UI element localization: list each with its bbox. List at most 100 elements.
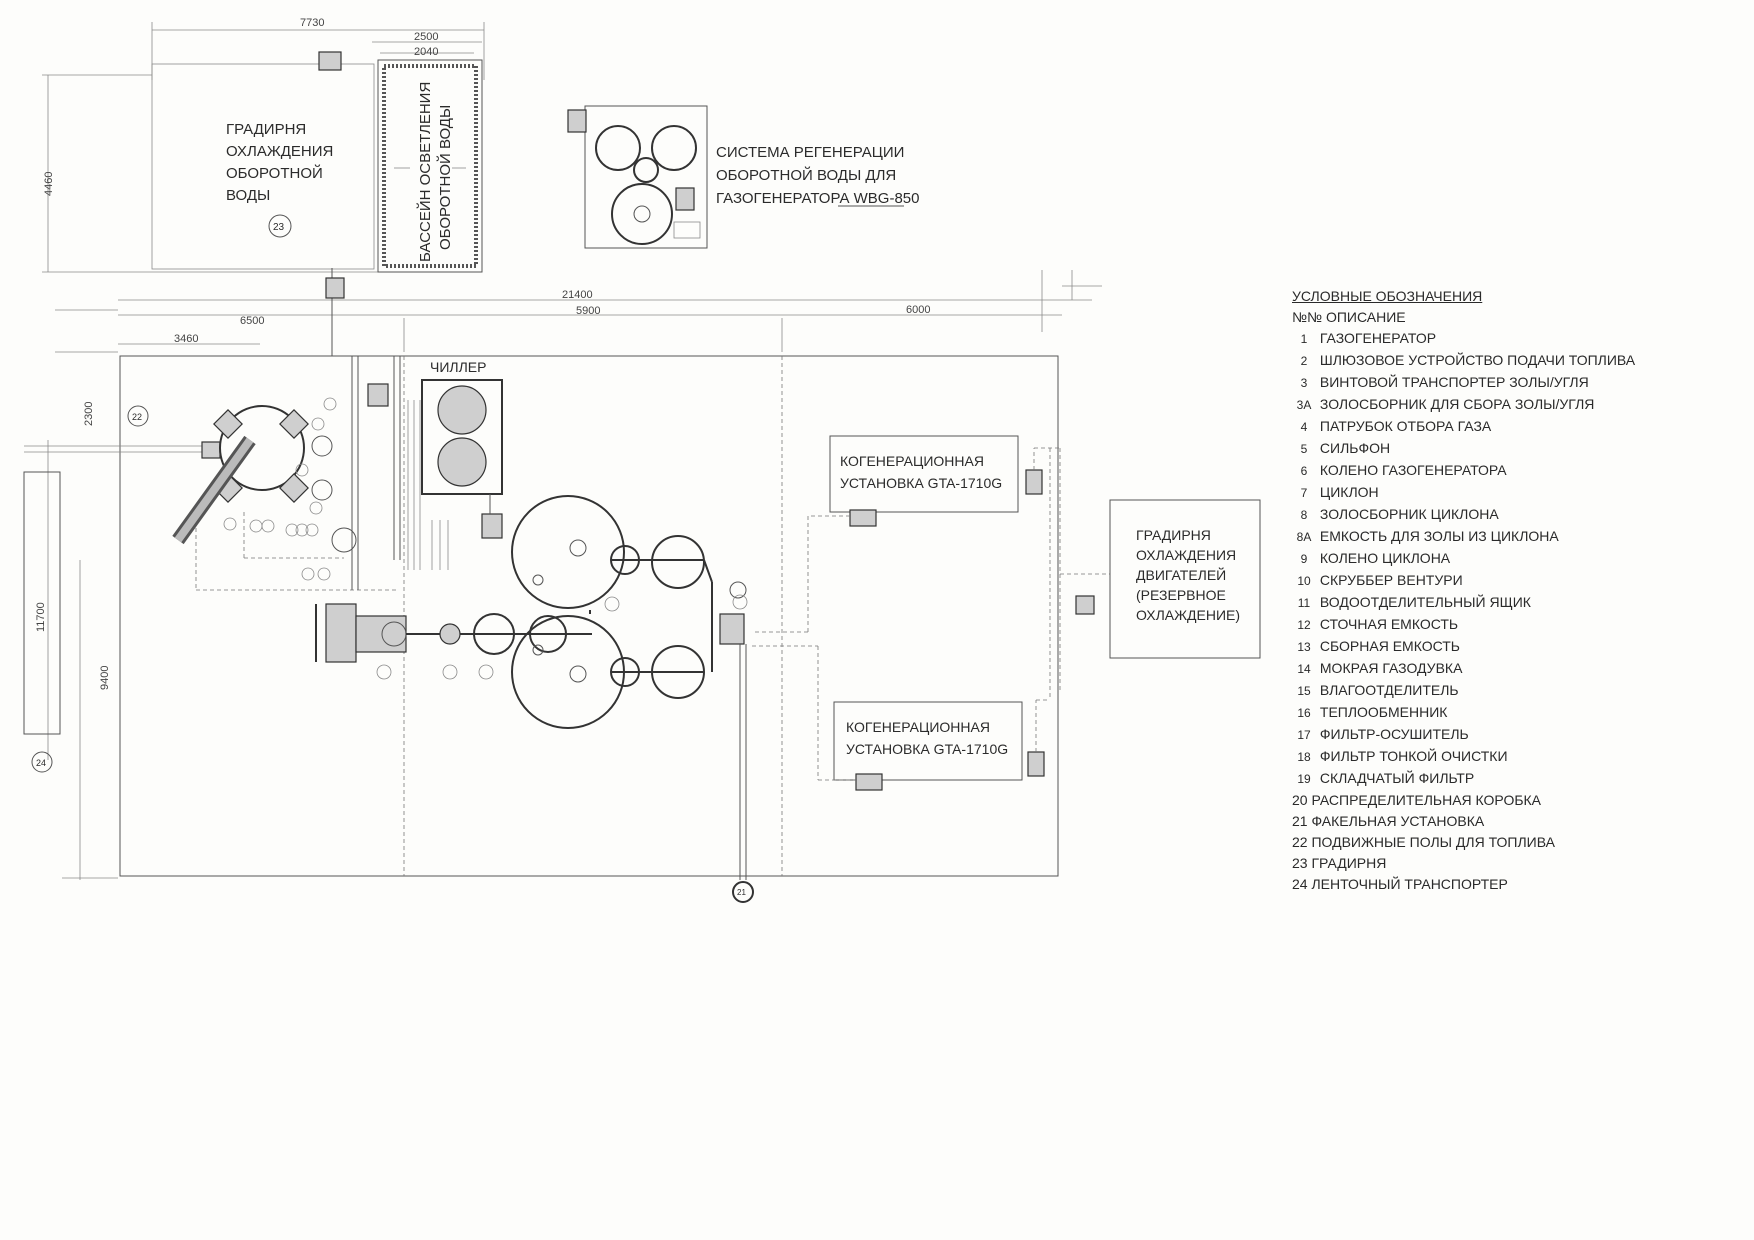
legend-header: №№ ОПИСАНИЕ bbox=[1292, 307, 1672, 328]
dim-6000: 6000 bbox=[906, 304, 930, 316]
regen-line-3: ГАЗОГЕНЕРАТОРА WBG-850 bbox=[716, 190, 920, 207]
legend-item-number: 16 bbox=[1297, 706, 1311, 720]
legend-item-number: 4 bbox=[1300, 420, 1308, 434]
legend: УСЛОВНЫЕ ОБОЗНАЧЕНИЯ №№ ОПИСАНИЕ 1 ГАЗОГ… bbox=[1292, 286, 1672, 895]
chiller: ЧИЛЛЕР bbox=[421, 359, 503, 539]
callout-21: 21 bbox=[737, 888, 746, 897]
legend-item-text: ШЛЮЗОВОЕ УСТРОЙСТВО ПОДАЧИ ТОПЛИВА bbox=[1319, 352, 1636, 368]
legend-item-number: 14 bbox=[1297, 662, 1311, 676]
dim-2040: 2040 bbox=[414, 46, 438, 58]
legend-item-number: 20 bbox=[1292, 792, 1308, 808]
legend-item-text: ВИНТОВОЙ ТРАНСПОРТЕР ЗОЛЫ/УГЛЯ bbox=[1319, 374, 1589, 390]
legend-item-number: 2 bbox=[1300, 354, 1308, 368]
legend-item-text: ГАЗОГЕНЕРАТОР bbox=[1319, 330, 1437, 346]
cooling-tower-line-4: ВОДЫ bbox=[226, 187, 270, 204]
fuel-floor-conveyor: 24 22 bbox=[23, 405, 221, 773]
engine-cooling-lines bbox=[1033, 447, 1110, 752]
legend-item-text: ТЕПЛООБМЕННИК bbox=[1319, 704, 1448, 720]
cooling-tower-line-2: ОХЛАЖДЕНИЯ bbox=[226, 143, 333, 160]
legend-item-number: 17 bbox=[1297, 728, 1311, 742]
gasifier bbox=[172, 405, 396, 591]
legend-item: 18 ФИЛЬТР ТОНКОЙ ОЧИСТКИ bbox=[1292, 746, 1672, 768]
legend-item: 13 СБОРНАЯ ЕМКОСТЬ bbox=[1292, 636, 1672, 658]
legend-item-text: КОЛЕНО ЦИКЛОНА bbox=[1319, 550, 1451, 566]
legend-item-text: ПОДВИЖНЫЕ ПОЛЫ ДЛЯ ТОПЛИВА bbox=[1311, 834, 1555, 850]
engine-tower-line-5: ОХЛАЖДЕНИЕ) bbox=[1136, 607, 1240, 623]
legend-item: 8А ЕМКОСТЬ ДЛЯ ЗОЛЫ ИЗ ЦИКЛОНА bbox=[1292, 526, 1672, 548]
legend-item: 6 КОЛЕНО ГАЗОГЕНЕРАТОРА bbox=[1292, 460, 1672, 482]
legend-item-number: 24 bbox=[1292, 876, 1308, 892]
dim-6500: 6500 bbox=[240, 315, 264, 327]
legend-item-text: СБОРНАЯ ЕМКОСТЬ bbox=[1319, 638, 1460, 654]
dim-21400: 21400 bbox=[562, 289, 593, 301]
cogen2-line-2: УСТАНОВКА GTA-1710G bbox=[846, 741, 1008, 757]
engine-tower-line-2: ОХЛАЖДЕНИЯ bbox=[1136, 547, 1236, 563]
legend-item: 5 СИЛЬФОН bbox=[1292, 438, 1672, 460]
train-callouts bbox=[376, 594, 748, 680]
callout-23: 23 bbox=[273, 222, 285, 233]
legend-item: 12 СТОЧНАЯ ЕМКОСТЬ bbox=[1292, 614, 1672, 636]
legend-title: УСЛОВНЫЕ ОБОЗНАЧЕНИЯ bbox=[1292, 288, 1483, 304]
process-train: 21 bbox=[315, 495, 754, 903]
legend-item-number: 13 bbox=[1297, 640, 1311, 654]
legend-header-desc: ОПИСАНИЕ bbox=[1325, 309, 1406, 325]
piping-column bbox=[351, 356, 449, 590]
dim-4460: 4460 bbox=[43, 172, 55, 196]
legend-item-number: 19 bbox=[1297, 772, 1311, 786]
legend-item-number: 15 bbox=[1297, 684, 1311, 698]
legend-item-text: СКРУББЕР ВЕНТУРИ bbox=[1319, 572, 1463, 588]
gasifier-callouts bbox=[223, 397, 337, 581]
legend-item-number: 1 bbox=[1300, 332, 1308, 346]
legend-item: 3 ВИНТОВОЙ ТРАНСПОРТЕР ЗОЛЫ/УГЛЯ bbox=[1292, 372, 1672, 394]
legend-item-text: СКЛАДЧАТЫЙ ФИЛЬТР bbox=[1319, 770, 1475, 786]
engine-tower-line-3: ДВИГАТЕЛЕЙ bbox=[1136, 566, 1226, 583]
regen-line-1: СИСТЕМА РЕГЕНЕРАЦИИ bbox=[716, 144, 904, 161]
legend-item-text: ЗОЛОСБОРНИК ЦИКЛОНА bbox=[1319, 506, 1499, 522]
legend-item-text: КОЛЕНО ГАЗОГЕНЕРАТОРА bbox=[1319, 462, 1507, 478]
legend-item-number: 9 bbox=[1300, 552, 1308, 566]
legend-item: 21 ФАКЕЛЬНАЯ УСТАНОВКА bbox=[1292, 811, 1672, 832]
building-outline bbox=[119, 355, 1059, 877]
legend-item-number: 11 bbox=[1297, 596, 1311, 610]
legend-item-text: ВЛАГООТДЕЛИТЕЛЬ bbox=[1319, 682, 1459, 698]
legend-item: 7 ЦИКЛОН bbox=[1292, 482, 1672, 504]
dim-9400: 9400 bbox=[99, 666, 111, 690]
legend-item-text: ГРАДИРНЯ bbox=[1311, 855, 1387, 871]
legend-item: 20 РАСПРЕДЕЛИТЕЛЬНАЯ КОРОБКА bbox=[1292, 790, 1672, 811]
dim-2300: 2300 bbox=[83, 402, 95, 426]
legend-item: 17 ФИЛЬТР-ОСУШИТЕЛЬ bbox=[1292, 724, 1672, 746]
legend-item-text: ВОДООТДЕЛИТЕЛЬНЫЙ ЯЩИК bbox=[1319, 594, 1531, 610]
legend-item-text: ФИЛЬТР ТОНКОЙ ОЧИСТКИ bbox=[1319, 748, 1508, 764]
engine-cooling-tower: ГРАДИРНЯ ОХЛАЖДЕНИЯ ДВИГАТЕЛЕЙ (РЕЗЕРВНО… bbox=[1109, 499, 1261, 659]
clarifier-line-2: ОБОРОТНОЙ ВОДЫ bbox=[436, 105, 454, 250]
regen-system-graphic bbox=[567, 105, 708, 249]
dim-7730: 7730 bbox=[300, 17, 324, 29]
legend-item: 14 МОКРАЯ ГАЗОДУВКА bbox=[1292, 658, 1672, 680]
legend-item-number: 6 bbox=[1300, 464, 1308, 478]
dim-5900: 5900 bbox=[576, 305, 600, 317]
clarifier-basin: БАССЕЙН ОСВЕТЛЕНИЯ ОБОРОТНОЙ ВОДЫ bbox=[377, 59, 483, 273]
legend-item-text: ЦИКЛОН bbox=[1319, 484, 1379, 500]
cooling-tower-water: ГРАДИРНЯ ОХЛАЖДЕНИЯ ОБОРОТНОЙ ВОДЫ 23 bbox=[151, 51, 375, 270]
legend-item-number: 7 bbox=[1300, 486, 1308, 500]
legend-item: 11 ВОДООТДЕЛИТЕЛЬНЫЙ ЯЩИК bbox=[1292, 592, 1672, 614]
legend-item-number: 3А bbox=[1296, 398, 1312, 412]
legend-item-number: 23 bbox=[1292, 855, 1308, 871]
legend-item-number: 18 bbox=[1297, 750, 1311, 764]
legend-item: 3А ЗОЛОСБОРНИК ДЛЯ СБОРА ЗОЛЫ/УГЛЯ bbox=[1292, 394, 1672, 416]
dim-3460: 3460 bbox=[174, 333, 198, 345]
legend-item-number: 10 bbox=[1297, 574, 1311, 588]
legend-item-text: МОКРАЯ ГАЗОДУВКА bbox=[1319, 660, 1463, 676]
legend-item: 15 ВЛАГООТДЕЛИТЕЛЬ bbox=[1292, 680, 1672, 702]
legend-item-text: ЛЕНТОЧНЫЙ ТРАНСПОРТЕР bbox=[1311, 876, 1508, 892]
legend-header-no: №№ bbox=[1292, 309, 1323, 325]
legend-item-number: 12 bbox=[1297, 618, 1311, 632]
chiller-label: ЧИЛЛЕР bbox=[430, 359, 486, 375]
legend-item-number: 8 bbox=[1300, 508, 1308, 522]
legend-item: 2 ШЛЮЗОВОЕ УСТРОЙСТВО ПОДАЧИ ТОПЛИВА bbox=[1292, 350, 1672, 372]
legend-item: 24 ЛЕНТОЧНЫЙ ТРАНСПОРТЕР bbox=[1292, 874, 1672, 895]
legend-item: 23 ГРАДИРНЯ bbox=[1292, 853, 1672, 874]
dim-2500: 2500 bbox=[414, 31, 438, 43]
legend-item: 9 КОЛЕНО ЦИКЛОНА bbox=[1292, 548, 1672, 570]
